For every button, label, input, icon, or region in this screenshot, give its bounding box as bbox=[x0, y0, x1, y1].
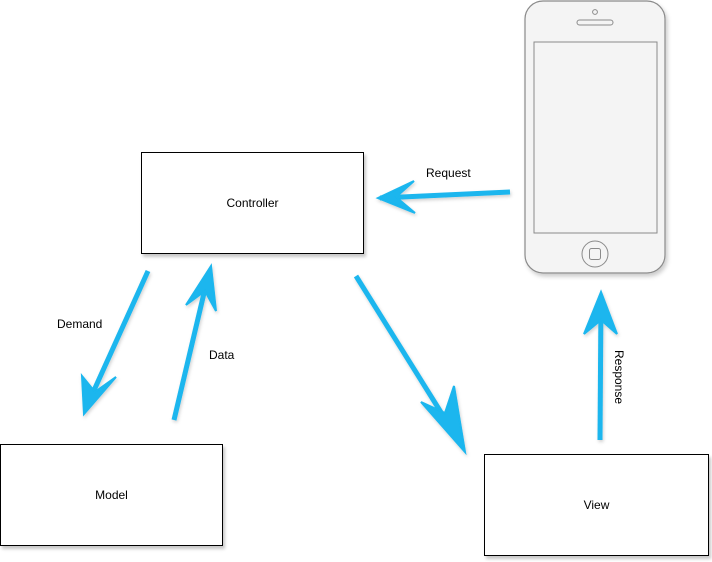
response-arrow bbox=[583, 289, 618, 441]
request-label: Request bbox=[426, 166, 471, 180]
phone-camera bbox=[592, 9, 598, 15]
data-arrow bbox=[171, 263, 217, 421]
phone-home-button bbox=[581, 240, 609, 268]
view-label: View bbox=[583, 498, 610, 512]
phone-screen bbox=[533, 41, 658, 234]
request-arrow bbox=[375, 180, 511, 214]
phone-home-button-square bbox=[589, 248, 601, 260]
model-node: Model bbox=[0, 444, 223, 546]
render-arrow bbox=[353, 274, 467, 456]
controller-node: Controller bbox=[141, 152, 364, 254]
controller-label: Controller bbox=[226, 196, 279, 210]
view-node: View bbox=[484, 454, 709, 556]
data-label: Data bbox=[209, 348, 235, 362]
smartphone-icon bbox=[524, 0, 666, 274]
phone-speaker bbox=[576, 19, 614, 26]
response-label: Response bbox=[612, 349, 627, 405]
demand-arrow bbox=[80, 269, 151, 417]
model-label: Model bbox=[95, 488, 128, 502]
demand-label: Demand bbox=[57, 317, 103, 331]
